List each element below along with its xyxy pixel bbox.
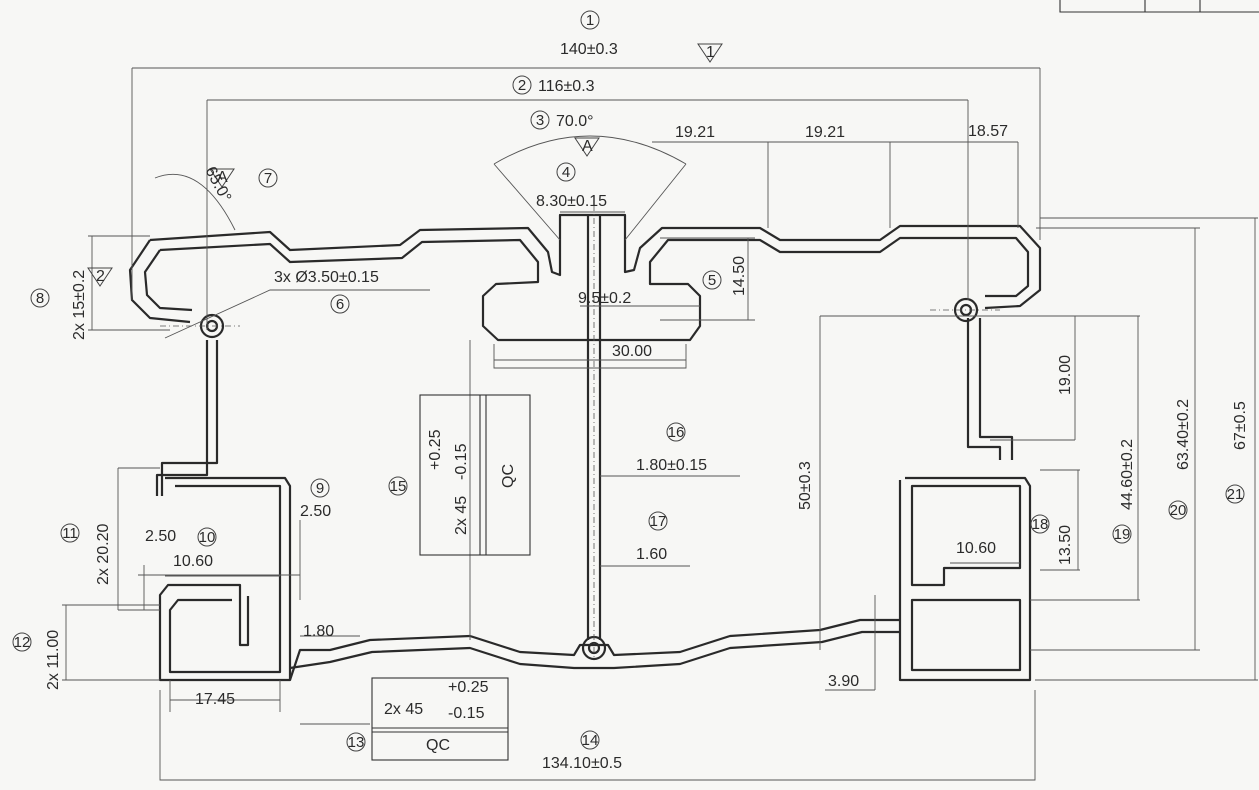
dimension-lines (62, 67, 1258, 781)
dim-9-label: 2.50 (300, 503, 331, 520)
svg-text:15: 15 (390, 478, 407, 495)
dim-4-label: 8.30±0.15 (536, 193, 607, 210)
dim-30-label: 30.00 (612, 343, 652, 360)
dim-16-label: 1.80±0.15 (636, 457, 707, 474)
dim-10-60-left-label: 10.60 (173, 553, 213, 570)
dim-18-57-label: 18.57 (968, 123, 1008, 140)
svg-text:18: 18 (1032, 516, 1049, 533)
dim-3-label: 70.0° (556, 113, 594, 130)
dim-2-label: 116±0.3 (538, 78, 595, 95)
svg-text:7: 7 (264, 170, 272, 187)
datum-flag-a-center: A (582, 138, 593, 155)
tolerance-box-15: +0.25 2x 45 -0.15 QC (427, 429, 517, 535)
dim-19-21-b-label: 19.21 (805, 124, 845, 141)
dim-1-80-label: 1.80 (303, 623, 334, 640)
svg-text:1: 1 (586, 12, 594, 29)
tolerance-box-frames (371, 394, 531, 761)
svg-text:2: 2 (518, 77, 526, 94)
tol-13-base: 2x 45 (384, 701, 423, 718)
svg-text:20: 20 (1170, 502, 1187, 519)
datum-flag-1: 1 (706, 44, 715, 61)
dimension-labels: 140±0.3 116±0.3 70.0° 8.30±0.15 14.50 3x… (45, 41, 1249, 772)
datum-flags (87, 43, 723, 287)
dim-8-label: 2x 15±0.2 (71, 270, 88, 340)
svg-text:10: 10 (199, 529, 216, 546)
balloon-10: 10 (197, 527, 217, 547)
svg-text:17: 17 (650, 513, 667, 530)
svg-text:21: 21 (1227, 486, 1244, 503)
dim-19-label: 44.60±0.2 (1119, 439, 1136, 510)
balloon-18: 18 (1030, 514, 1050, 534)
dim-18-label: 13.50 (1057, 525, 1074, 565)
balloon-17: 17 (648, 511, 668, 531)
dim-20-label: 63.40±0.2 (1175, 399, 1192, 470)
dim-10-label: 2.50 (145, 528, 176, 545)
balloon-5: 5 (702, 270, 722, 290)
balloon-3: 3 (530, 110, 550, 130)
svg-text:14: 14 (582, 732, 599, 749)
tol-13-upper: +0.25 (448, 679, 489, 696)
tol-15-base: 2x 45 (453, 496, 470, 535)
svg-text:9: 9 (316, 480, 324, 497)
dim-19-00-label: 19.00 (1057, 355, 1074, 395)
svg-text:5: 5 (708, 272, 716, 289)
dim-9-5-label: 9.5±0.2 (578, 290, 631, 307)
svg-text:13: 13 (348, 734, 365, 751)
dim-6-label: 3x Ø3.50±0.15 (274, 269, 379, 286)
svg-text:16: 16 (668, 424, 685, 441)
balloon-callouts: 1 2 3 4 5 6 7 8 9 10 11 12 13 14 15 16 1… (12, 10, 1245, 752)
balloon-21: 21 (1225, 484, 1245, 504)
svg-text:19: 19 (1114, 526, 1131, 543)
dim-10-60-right-label: 10.60 (956, 540, 996, 557)
dim-11-label: 2x 20.20 (95, 524, 112, 585)
balloon-16: 16 (666, 422, 686, 442)
svg-text:11: 11 (62, 525, 78, 542)
dim-50-label: 50±0.3 (797, 461, 814, 510)
balloon-8: 8 (30, 288, 50, 308)
dim-1-label: 140±0.3 (560, 41, 618, 58)
title-block-fragment (1059, 0, 1259, 13)
dim-17-45-label: 17.45 (195, 691, 235, 708)
balloon-7: 7 (258, 168, 278, 188)
svg-text:8: 8 (36, 290, 44, 307)
balloon-2: 2 (512, 75, 532, 95)
dim-5-label: 14.50 (731, 256, 748, 296)
dim-21-label: 67±0.5 (1232, 401, 1249, 450)
dim-17-label: 1.60 (636, 546, 667, 563)
dim-19-21-a-label: 19.21 (675, 124, 715, 141)
tol-15-upper: +0.25 (427, 429, 444, 470)
tol-15-qc: QC (500, 464, 517, 488)
balloon-12: 12 (12, 632, 32, 652)
tol-13-lower: -0.15 (448, 705, 485, 722)
extrusion-profile (128, 205, 1042, 682)
balloon-13: 13 (346, 732, 366, 752)
svg-text:12: 12 (14, 634, 31, 651)
datum-flag-labels: 1 2 A A (96, 44, 715, 285)
balloon-14: 14 (580, 730, 600, 750)
dim-3-90-label: 3.90 (828, 673, 859, 690)
balloon-20: 20 (1168, 500, 1188, 520)
dim-14-label: 134.10±0.5 (542, 755, 622, 772)
balloon-9: 9 (310, 478, 330, 498)
tolerance-box-13: +0.25 2x 45 -0.15 QC (384, 679, 489, 754)
balloon-15: 15 (388, 476, 408, 496)
balloon-1: 1 (580, 10, 600, 30)
svg-text:6: 6 (336, 296, 344, 313)
datum-flag-a-left: A (217, 169, 228, 186)
dim-12-label: 2x 11.00 (45, 630, 62, 690)
balloon-6: 6 (330, 294, 350, 314)
balloon-11: 11 (60, 523, 80, 543)
svg-text:4: 4 (562, 164, 570, 181)
tol-13-qc: QC (426, 737, 450, 754)
balloon-19: 19 (1112, 524, 1132, 544)
svg-text:3: 3 (536, 112, 544, 129)
balloon-4: 4 (556, 162, 576, 182)
tol-15-lower: -0.15 (453, 443, 470, 480)
datum-flag-2: 2 (96, 268, 105, 285)
